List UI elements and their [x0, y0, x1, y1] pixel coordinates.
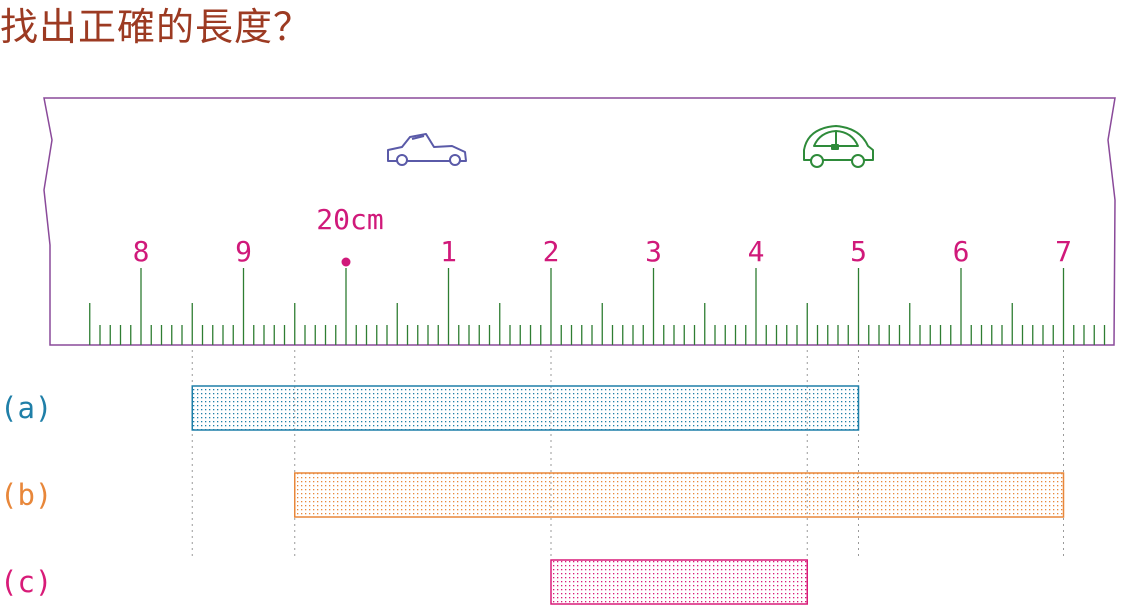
ruler-scale-label: 3 [645, 235, 662, 268]
ruler-scale-label: 6 [953, 235, 970, 268]
bar-label-c: (c) [0, 565, 52, 599]
length-bars: (a) (b) (c) [0, 385, 1065, 605]
ruler-scale-label: 4 [748, 235, 765, 268]
ruler-scale-label: 7 [1055, 235, 1072, 268]
length-bar-c [550, 559, 808, 605]
vintage-car-icon [387, 133, 467, 166]
ruler-scale-label: 2 [543, 235, 560, 268]
ruler-scale-label: 5 [850, 235, 867, 268]
twenty-cm-marker-dot [341, 257, 351, 267]
bar-label-b: (b) [0, 478, 52, 512]
ruler-scale-label: 9 [235, 235, 252, 268]
guide-lines [191, 350, 1064, 560]
ruler-scale-labels: 8 9 20cm 1 2 3 4 5 6 7 [133, 203, 1072, 268]
ruler-scale-label: 1 [440, 235, 457, 268]
ruler-scale-label: 20cm [316, 203, 383, 236]
question-title: 找出正確的長度？ [0, 5, 313, 49]
bar-label-a: (a) [0, 391, 52, 425]
beetle-car-icon [803, 125, 874, 168]
ruler-body [43, 97, 1116, 346]
length-bar-a [191, 385, 860, 431]
length-bar-b [294, 472, 1065, 518]
ruler-scale-label: 8 [133, 235, 150, 268]
ruler-ticks [89, 268, 1106, 345]
